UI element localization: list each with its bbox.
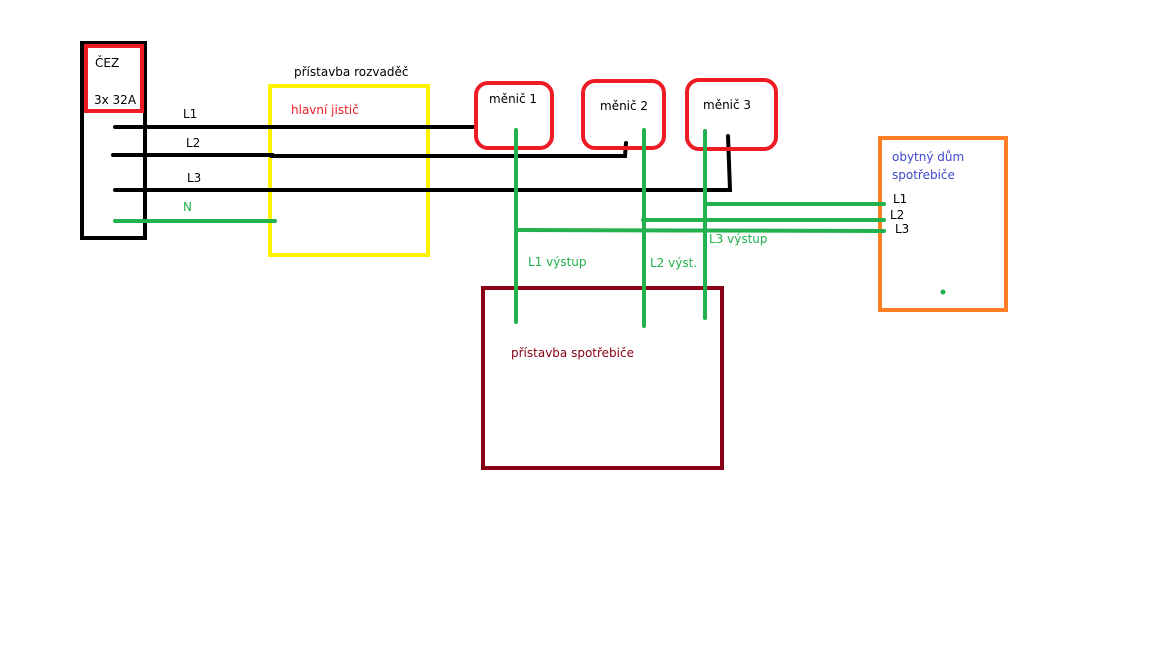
house-dot (940, 289, 946, 295)
wire-l2 (111, 141, 628, 158)
switchboard-box (268, 84, 430, 257)
cez-box (80, 41, 147, 240)
label-l2: L2 (186, 136, 200, 150)
label-l1: L1 (183, 107, 197, 121)
cez-title: ČEZ (95, 55, 119, 70)
house-title-1: obytný dům (892, 150, 964, 164)
inverter-2-label: měnič 2 (600, 99, 648, 113)
house-box (878, 136, 1008, 312)
house-title-2: spotřebiče (892, 168, 955, 182)
wire-l3 (113, 134, 733, 192)
house-l3: L3 (895, 222, 909, 236)
inverter-2-box (581, 79, 666, 150)
output-wire-1-to-house (514, 228, 886, 233)
extension-loads-title: přístavba spotřebiče (511, 346, 634, 360)
output-l1-label: L1 výstup (528, 255, 587, 269)
cez-label-box (84, 44, 144, 113)
main-breaker-label: hlavní jistič (291, 103, 359, 117)
label-l3: L3 (187, 171, 201, 185)
house-l1: L1 (893, 192, 907, 206)
output-l3-label: L3 výstup (709, 232, 768, 246)
output-l2-label: L2 výst. (650, 256, 697, 270)
inverter-3-label: měnič 3 (703, 98, 751, 112)
cez-rating: 3x 32A (94, 93, 137, 107)
extension-loads-box (481, 286, 724, 470)
house-l2: L2 (890, 208, 904, 222)
inverter-3-box (685, 78, 778, 151)
label-n: N (183, 200, 192, 214)
inverter-1-label: měnič 1 (489, 92, 537, 106)
switchboard-title: přístavba rozvaděč (294, 65, 408, 79)
